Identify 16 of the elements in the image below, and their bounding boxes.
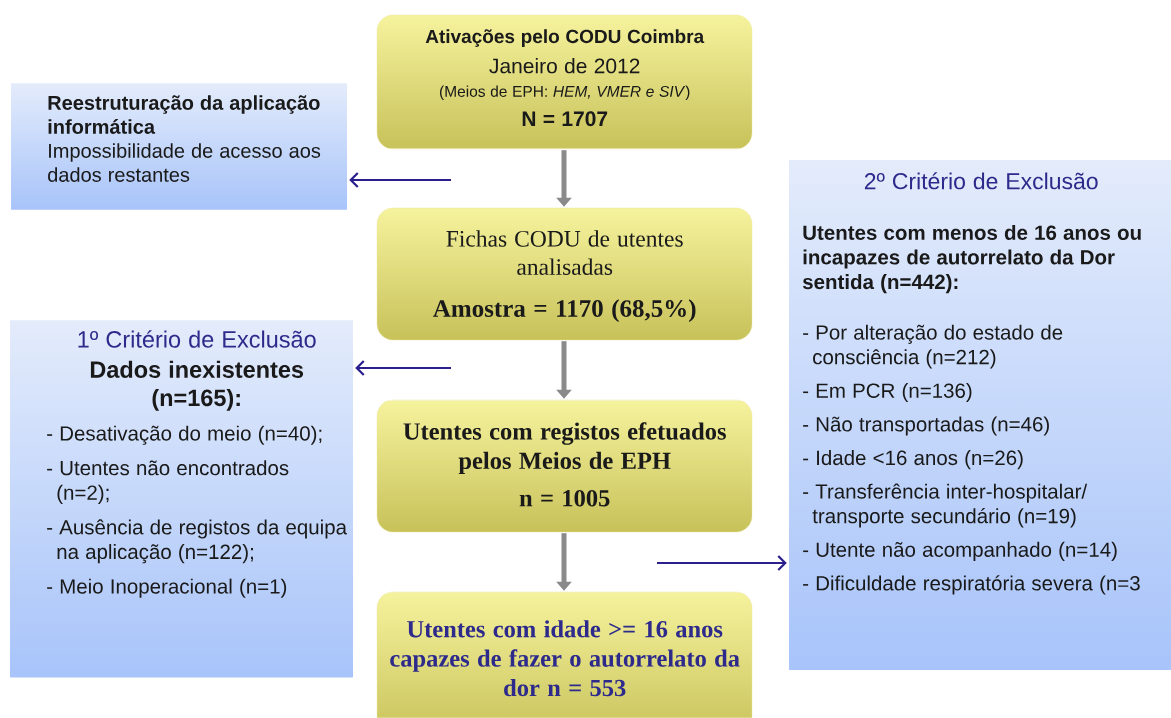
node-label: (Meios de EPH: HEM, VMER e SIV) <box>440 85 690 100</box>
arrow <box>657 555 787 571</box>
node-label: Fichas CODU de utentes analisadas <box>446 230 683 275</box>
node-label: Utentes com registos efetuados pelos Meios de EPH <box>403 422 726 475</box>
arrow <box>355 360 451 376</box>
process-box <box>376 207 753 341</box>
node-label: Amostra = 1170 (68,5%) <box>433 299 696 323</box>
node-label: n = 1005 <box>519 489 610 507</box>
node-label: Utentes com idade >= 16 anos capazes de fazer o autorrelato da dor n = 553 <box>390 620 740 697</box>
process-box <box>376 591 753 718</box>
arrow <box>349 172 451 188</box>
process-box <box>376 399 753 533</box>
process-box <box>376 14 753 150</box>
node-label: Ativações pelo CODU Coimbra <box>425 29 705 47</box>
node-label: N = 1707 <box>522 111 608 127</box>
node-label: Janeiro de 2012 <box>489 57 640 74</box>
